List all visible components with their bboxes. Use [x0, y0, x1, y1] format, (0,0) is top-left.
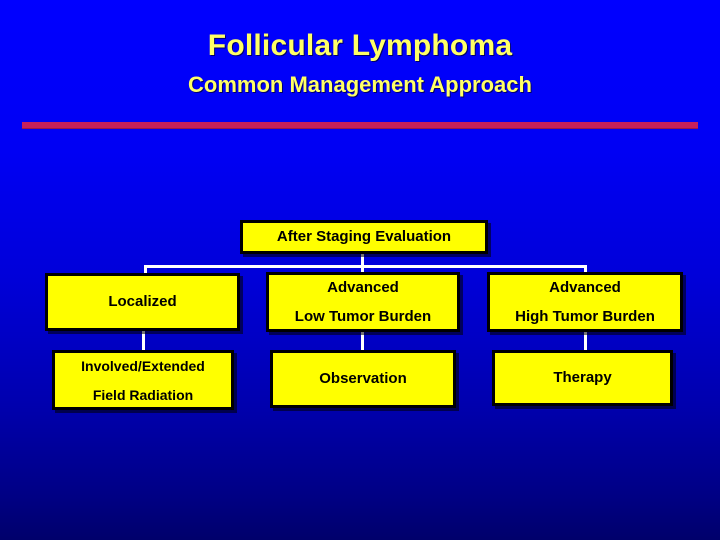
node-label-line1: Involved/Extended — [81, 357, 205, 374]
title-block: Follicular Lymphoma Common Management Ap… — [0, 28, 720, 98]
connector-root-stem — [361, 254, 364, 268]
connector-drop-low-burden — [361, 265, 364, 274]
page-title: Follicular Lymphoma — [207, 29, 513, 62]
node-label-line1: After Staging Evaluation — [276, 228, 452, 245]
node-label-line1: Therapy — [553, 369, 612, 386]
node-observation[interactable]: Observation — [270, 350, 456, 408]
connector-high-burden-to-therapy — [584, 332, 587, 352]
node-label-line2: High Tumor Burden — [515, 307, 655, 325]
node-label-line1: Advanced — [549, 278, 621, 296]
node-advanced-low-tumor-burden[interactable]: Advanced Low Tumor Burden — [266, 272, 460, 332]
connector-localized-to-radiation — [142, 331, 145, 352]
node-label-line2: Low Tumor Burden — [294, 307, 432, 325]
page-subtitle: Common Management Approach — [188, 72, 532, 97]
connector-drop-high-burden — [584, 265, 587, 274]
connector-low-burden-to-observation — [361, 332, 364, 352]
node-label-line1: Observation — [319, 370, 407, 387]
node-label-line2: Field Radiation — [92, 386, 194, 403]
node-therapy[interactable]: Therapy — [492, 350, 673, 406]
node-label-line1: Localized — [108, 293, 177, 310]
connector-branch-bus — [144, 265, 587, 268]
node-advanced-high-tumor-burden[interactable]: Advanced High Tumor Burden — [487, 272, 683, 332]
title-divider-rule — [22, 122, 698, 128]
connector-drop-localized — [144, 265, 147, 275]
node-localized[interactable]: Localized — [45, 273, 240, 331]
node-involved-extended-field-radiation[interactable]: Involved/Extended Field Radiation — [52, 350, 234, 410]
node-after-staging-evaluation[interactable]: After Staging Evaluation — [240, 220, 488, 254]
node-label-line1: Advanced — [327, 278, 399, 296]
